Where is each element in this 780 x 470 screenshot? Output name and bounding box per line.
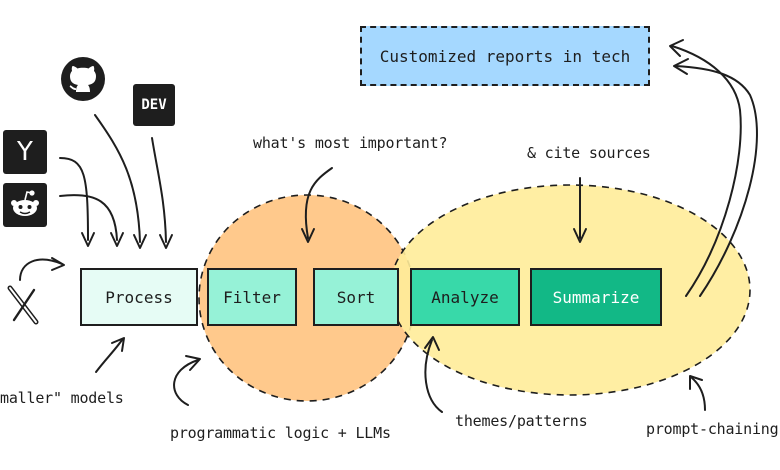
stage-summarize-label: Summarize	[552, 287, 640, 307]
stage-filter-label: Filter	[223, 287, 281, 307]
stage-sort-label: Sort	[336, 287, 376, 307]
arrow-reddit	[59, 194, 118, 241]
x-icon	[6, 284, 42, 326]
customized-reports-label: Customized reports in tech	[379, 46, 631, 66]
arrow-chain-1	[671, 45, 742, 297]
x-glyph	[7, 285, 39, 325]
reddit-icon	[3, 183, 47, 227]
arrow-devto	[151, 137, 167, 243]
stage-filter: Filter	[207, 268, 297, 326]
arrow-themes	[424, 339, 443, 413]
devto-icon: DEV	[133, 84, 175, 126]
reddit-glyph	[11, 190, 39, 216]
arrow-chain-2	[675, 65, 758, 297]
stage-process-label: Process	[105, 287, 173, 307]
arrow-ycombinator	[59, 157, 89, 241]
arrow-prompt-chaining	[691, 377, 706, 411]
stage-sort: Sort	[313, 268, 399, 326]
annotation-prompt-chaining: prompt-chaining	[646, 420, 779, 438]
annotation-whats-important: what's most important?	[253, 134, 448, 152]
annotation-themes: themes/patterns	[455, 412, 588, 430]
arrow-github	[94, 114, 141, 243]
stage-process: Process	[80, 268, 198, 326]
arrow-x	[19, 258, 63, 281]
annotation-smaller-models: maller" models	[0, 389, 124, 407]
stage-analyze-label: Analyze	[431, 287, 499, 307]
devto-glyph: DEV	[141, 97, 167, 113]
arrow-programmatic	[173, 359, 199, 406]
ycombinator-icon: Y	[3, 130, 47, 174]
github-icon	[60, 56, 106, 102]
customized-reports-box: Customized reports in tech	[360, 26, 650, 86]
arrow-smaller-models	[95, 339, 123, 373]
annotation-cite-sources: & cite sources	[527, 144, 651, 162]
annotation-programmatic: programmatic logic + LLMs	[170, 424, 391, 442]
ycombinator-glyph: Y	[17, 137, 33, 167]
arrow-whats-important	[304, 167, 333, 239]
stage-analyze: Analyze	[410, 268, 520, 326]
github-glyph	[61, 57, 105, 101]
stage-summarize: Summarize	[530, 268, 662, 326]
